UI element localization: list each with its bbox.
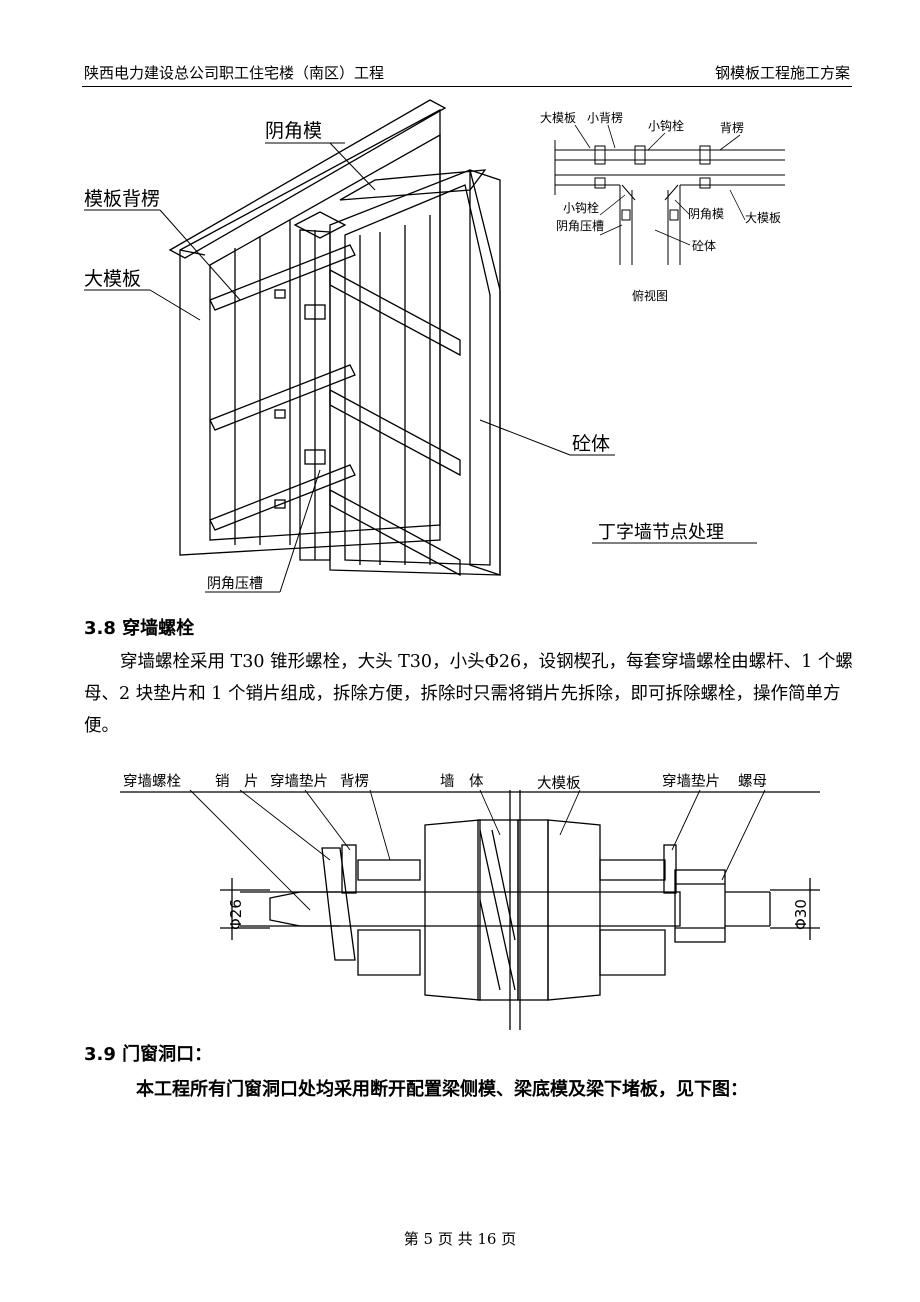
section-3-8-title: 3.8 穿墙螺栓 xyxy=(84,618,195,639)
header-project-title: 陕西电力建设总公司职工住宅楼（南区）工程 xyxy=(84,64,385,82)
label-damoban: 大模板 xyxy=(84,268,141,290)
top-label-beileng: 背楞 xyxy=(720,120,744,135)
top-label-shuanti: 砼体 xyxy=(692,239,716,253)
bolt-label-washer2: 穿墙垫片 xyxy=(662,773,720,790)
t-wall-iso-drawing: 阴角模 模板背楞 大模板 砼体 阴角压槽 丁字墙节点处理 大模板 xyxy=(84,99,785,593)
caption-t-wall: 丁字墙节点处理 xyxy=(598,522,724,543)
header-rule xyxy=(82,86,852,87)
label-yinjiaomo: 阴角模 xyxy=(265,120,322,142)
section-3-9-body: 本工程所有门窗洞口处均采用断开配置梁侧模、梁底模及梁下堵板，见下图： xyxy=(136,1079,748,1100)
bolt-label-damoban: 大模板 xyxy=(537,774,581,792)
section-3-8-body: 穿墙螺栓采用 T30 锥形螺栓，大头 T30，小头Φ26，设钢楔孔，每套穿墙螺栓… xyxy=(84,652,853,736)
top-label-yinjiaomo: 阴角模 xyxy=(688,207,724,221)
top-label-xiaogoushuan1: 小钩栓 xyxy=(648,118,684,133)
label-yajiaocao: 阴角压槽 xyxy=(207,576,263,592)
top-label-xiaobeileng: 小背楞 xyxy=(587,110,623,125)
top-label-damoban2: 大模板 xyxy=(745,211,781,225)
dim-phi26: Φ26 xyxy=(227,899,245,930)
header-document-title: 钢模板工程施工方案 xyxy=(714,64,850,82)
dim-phi30: Φ30 xyxy=(792,899,810,930)
bolt-label-pin: 销 片 xyxy=(215,773,259,790)
bolt-label-beileng: 背楞 xyxy=(340,773,369,790)
top-label-xiaogoushuan2: 小钩栓 xyxy=(563,200,599,215)
bolt-label-bolt: 穿墙螺栓 xyxy=(123,773,181,790)
top-view-caption: 俯视图 xyxy=(632,288,668,303)
bolt-label-nut: 螺母 xyxy=(738,773,767,790)
top-label-damoban1: 大模板 xyxy=(540,111,576,125)
label-beileng: 模板背楞 xyxy=(84,188,160,210)
bolt-label-washer1: 穿墙垫片 xyxy=(270,773,328,790)
section-3-9-title: 3.9 门窗洞口： xyxy=(84,1044,213,1065)
bolt-label-wall: 墙 体 xyxy=(440,773,484,790)
label-shuanti: 砼体 xyxy=(572,433,610,455)
page-footer: 第 5 页 共 16 页 xyxy=(403,1230,517,1248)
top-label-yinjiaoyacao: 阴角压槽 xyxy=(556,219,604,233)
